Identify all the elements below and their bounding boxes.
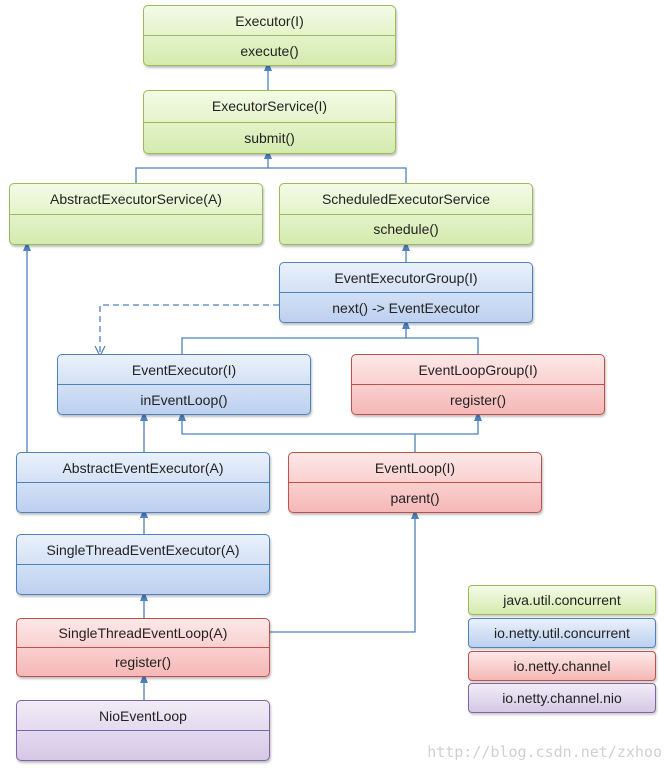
node-abstract-executor-service-title: AbstractExecutorService(A)	[10, 184, 262, 215]
node-event-loop-method: parent()	[390, 489, 440, 506]
node-executor-title: Executor(I)	[144, 6, 395, 36]
node-event-loop-group-title: EventLoopGroup(I)	[352, 355, 604, 385]
edge-abstractexecutorservice-executorservice	[135, 149, 272, 183]
node-nio-event-loop: NioEventLoop	[16, 700, 270, 761]
node-single-thread-event-executor-method	[17, 565, 269, 594]
node-executor-method: execute()	[240, 42, 299, 59]
node-single-thread-event-loop: SingleThreadEventLoop(A) register()	[16, 618, 270, 677]
node-executor-service-method: submit()	[244, 129, 295, 146]
node-event-executor: EventExecutor(I) inEventLoop()	[57, 354, 311, 415]
edge-singlethreadloop-eventloop	[270, 509, 419, 633]
node-nio-event-loop-title: NioEventLoop	[17, 701, 269, 731]
edge-eventexecutor-group	[181, 319, 410, 354]
node-single-thread-event-loop-method: register()	[114, 654, 171, 670]
node-event-executor-title: EventExecutor(I)	[58, 355, 310, 385]
node-abstract-event-executor-title: AbstractEventExecutor(A)	[17, 453, 269, 483]
node-abstract-executor-service: AbstractExecutorService(A)	[9, 183, 263, 245]
node-event-loop-group-method: register()	[449, 391, 506, 408]
node-abstract-event-executor: AbstractEventExecutor(A)	[16, 452, 270, 513]
node-event-loop-title: EventLoop(I)	[289, 453, 541, 483]
node-event-loop-group: EventLoopGroup(I) register()	[351, 354, 605, 415]
node-single-thread-event-executor-title: SingleThreadEventExecutor(A)	[17, 535, 269, 565]
legend-io-netty-channel-nio: io.netty.channel.nio	[468, 683, 656, 713]
legend-io-netty-channel: io.netty.channel	[468, 651, 656, 681]
node-scheduled-executor-service-method: schedule()	[373, 221, 439, 238]
node-event-loop: EventLoop(I) parent()	[288, 452, 542, 513]
node-single-thread-event-loop-title: SingleThreadEventLoop(A)	[17, 619, 269, 648]
edge-dashed-next-eventexecutor	[100, 304, 279, 352]
node-event-executor-method: inEventLoop()	[140, 391, 228, 408]
node-single-thread-event-executor: SingleThreadEventExecutor(A)	[16, 534, 270, 595]
node-scheduled-executor-service: ScheduledExecutorService schedule()	[279, 183, 533, 245]
node-executor-service: ExecutorService(I) submit()	[143, 90, 396, 154]
node-event-executor-group: EventExecutorGroup(I) next() -> EventExe…	[279, 262, 533, 323]
edge-eventloopgroup-group	[406, 337, 479, 354]
edge-eventloop-eventloopgroup	[415, 411, 482, 435]
node-executor: Executor(I) execute()	[143, 5, 396, 66]
legend-java-util-concurrent: java.util.concurrent	[468, 585, 656, 615]
node-abstract-executor-service-method	[10, 215, 262, 245]
node-abstract-event-executor-method	[17, 483, 269, 512]
node-event-executor-group-method: next() -> EventExecutor	[332, 299, 480, 316]
node-scheduled-executor-service-title: ScheduledExecutorService	[280, 184, 532, 215]
edge-scheduledexecutorservice-executorservice	[268, 167, 407, 183]
node-event-executor-group-title: EventExecutorGroup(I)	[280, 263, 532, 293]
node-executor-service-title: ExecutorService(I)	[144, 91, 395, 123]
node-nio-event-loop-method	[17, 731, 269, 760]
watermark-text: http://blog.csdn.net/zxhoo	[427, 743, 662, 761]
legend-io-netty-util-concurrent: io.netty.util.concurrent	[468, 618, 656, 648]
edge-eventloop-eventexecutor	[178, 411, 416, 452]
